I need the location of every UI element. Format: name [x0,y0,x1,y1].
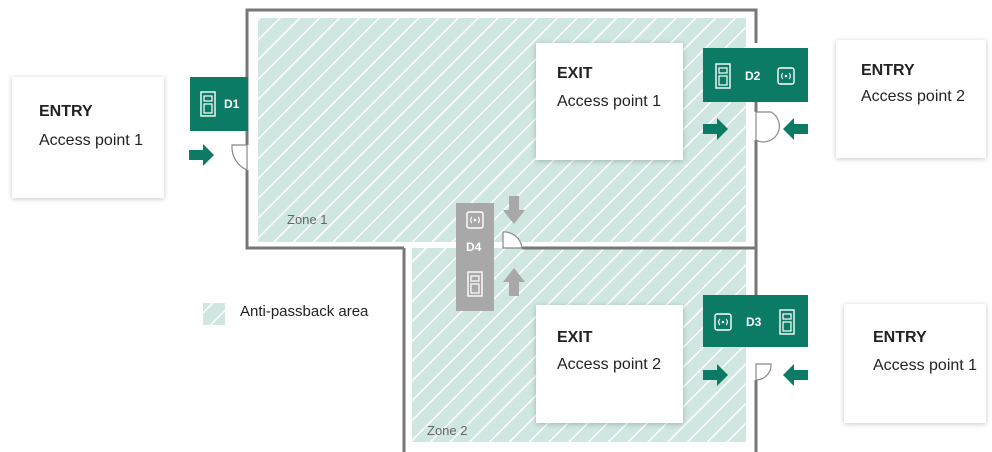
card-title: EXIT [557,329,593,346]
arrow-right-icon [189,144,214,166]
door-d3-label: D3 [746,315,762,329]
card-subtitle: Access point 1 [557,93,662,110]
door-d4-label: D4 [466,240,482,254]
card-subtitle: Access point 2 [861,88,966,105]
door-d3-unit: D3 [703,295,808,347]
exit-card-d3: EXIT Access point 2 [536,305,683,423]
arrow-left-icon [783,364,808,386]
card-subtitle: Access point 2 [557,356,662,373]
card-subtitle: Access point 1 [39,132,144,149]
direction-arrows [189,118,808,386]
card-title: ENTRY [39,103,93,120]
door-d2-unit: D2 [703,48,808,102]
card-title: ENTRY [861,62,915,79]
card-title: EXIT [557,65,593,82]
door-swings [231,111,780,381]
arrow-down-icon [503,196,525,224]
arrow-right-icon [703,118,728,140]
zone-1-label: Zone 1 [287,212,328,227]
door-d1-label: D1 [224,97,240,111]
entry-card-d1: ENTRY Access point 1 [12,77,164,198]
zone-2-label: Zone 2 [427,423,468,438]
door-d4-unit: D4 [456,203,494,311]
legend-label: Anti-passback area [240,303,369,320]
entry-card-d2: ENTRY Access point 2 [836,40,986,158]
arrow-right-icon [703,364,728,386]
arrow-up-icon [503,268,525,296]
card-subtitle: Access point 1 [873,357,978,374]
door-d1-unit: D1 [190,77,248,131]
exit-card-d2: EXIT Access point 1 [536,43,683,160]
card-title: ENTRY [873,329,927,346]
door-d2-label: D2 [745,69,761,83]
arrow-left-icon [783,118,808,140]
legend-swatch [203,303,225,325]
entry-card-d3: ENTRY Access point 1 [844,304,986,423]
